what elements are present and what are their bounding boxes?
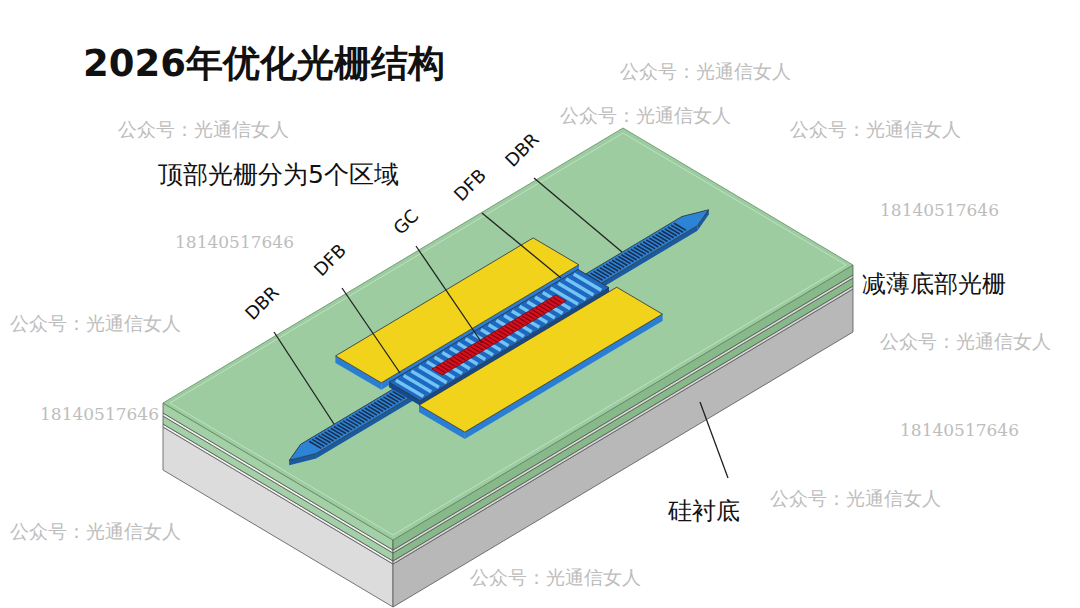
grating-tooth [609,262,621,269]
grating-tooth [618,257,630,264]
electrode-pad [419,287,662,432]
leader-line [274,332,334,424]
grating-tooth [322,434,334,441]
grating-tooth [652,236,664,243]
leader-line [534,178,622,252]
grating-tooth [352,415,364,422]
grating-tooth [674,223,686,230]
dfb-tooth [574,274,602,290]
grating-tooth [371,404,383,411]
leader-line [416,246,482,343]
grating-tooth [615,258,627,265]
watermark: 公众号：光通信女人 [470,566,641,589]
watermark: 18140517646 [175,232,294,252]
dfb-tooth [566,279,594,295]
substrate-top [163,128,853,540]
grating-tooth [386,395,398,402]
grating-tooth [340,423,352,430]
grating-tooth [662,231,674,238]
layer-label: 减薄底部光栅 [862,270,1006,299]
grating-tooth [621,255,633,262]
waveguide [289,210,708,460]
leader-line [342,288,400,373]
grating-tooth [380,399,392,406]
grating-tooth [631,249,643,256]
region-label: DBR [501,129,544,172]
grating-tooth [374,402,386,409]
grating-tooth [628,251,640,258]
watermark: 公众号：光通信女人 [118,118,289,141]
region-label: DBR [241,282,284,325]
grating-tooth [649,238,661,245]
watermark: 公众号：光通信女人 [620,60,791,83]
grating-tooth [597,269,609,276]
grating-tooth [671,225,683,232]
leader-line [482,213,561,278]
top-glass-edge [170,133,846,535]
grating-tooth [315,438,327,445]
grating-tooth [312,439,324,446]
grating-tooth [603,266,615,273]
dfb-tooth [404,376,432,392]
watermark: 公众号：光通信女人 [10,520,181,543]
grating-tooth [625,253,637,260]
grating-tooth [331,428,343,435]
grating-tooth [377,401,389,408]
region-label: DFB [449,164,490,205]
slide-title: 2026年优化光栅结构 [83,42,445,86]
dfb-tooth [558,283,586,299]
substrate-label: 硅衬底 [668,497,740,526]
watermark: 18140517646 [40,404,159,424]
dfb-tooth [396,380,424,396]
grating-tooth [600,268,612,275]
grating-tooth [356,414,368,421]
waveguide-side [316,226,697,459]
leader-line [700,402,728,478]
grating-tooth [328,430,340,437]
grating-tooth [346,419,358,426]
watermark: 18140517646 [880,200,999,220]
grating-tooth [637,245,649,252]
grating-teeth [309,223,686,448]
grating-tooth [343,421,355,428]
grating-tooth [383,397,395,404]
watermark: 公众号：光通信女人 [10,312,181,335]
watermark: 公众号：光通信女人 [880,330,1051,353]
grating-tooth [359,412,371,419]
grating-tooth [365,408,377,415]
dfb-tooth [411,371,439,387]
grating-tooth [337,425,349,432]
grating-tooth [655,234,667,241]
watermark: 公众号：光通信女人 [790,118,961,141]
gc-tooth [553,298,562,303]
region-label: DFB [309,239,350,280]
grating-tooth [325,432,337,439]
grating-tooth [318,436,330,443]
grating-tooth [640,244,652,251]
grating-tooth [594,271,606,278]
grating-tooth [334,426,346,433]
watermark: 公众号：光通信女人 [770,487,941,510]
region-note: 顶部光栅分为5个区域 [158,160,399,190]
region-label: GC [389,205,423,239]
grating-tooth [659,233,671,240]
grating-tooth [612,260,624,267]
grating-tooth [668,227,680,234]
grating-tooth [646,240,658,247]
grating-tooth [309,441,321,448]
grating-tooth [349,417,361,424]
grating-tooth [390,393,402,400]
grating-tooth [665,229,677,236]
grating-tooth [362,410,374,417]
grating-tooth [606,264,618,271]
grating-tooth [368,406,380,413]
grating-tooth [643,242,655,249]
watermark: 公众号：光通信女人 [560,104,731,127]
watermark: 18140517646 [900,420,1019,440]
grating-tooth [634,247,646,254]
